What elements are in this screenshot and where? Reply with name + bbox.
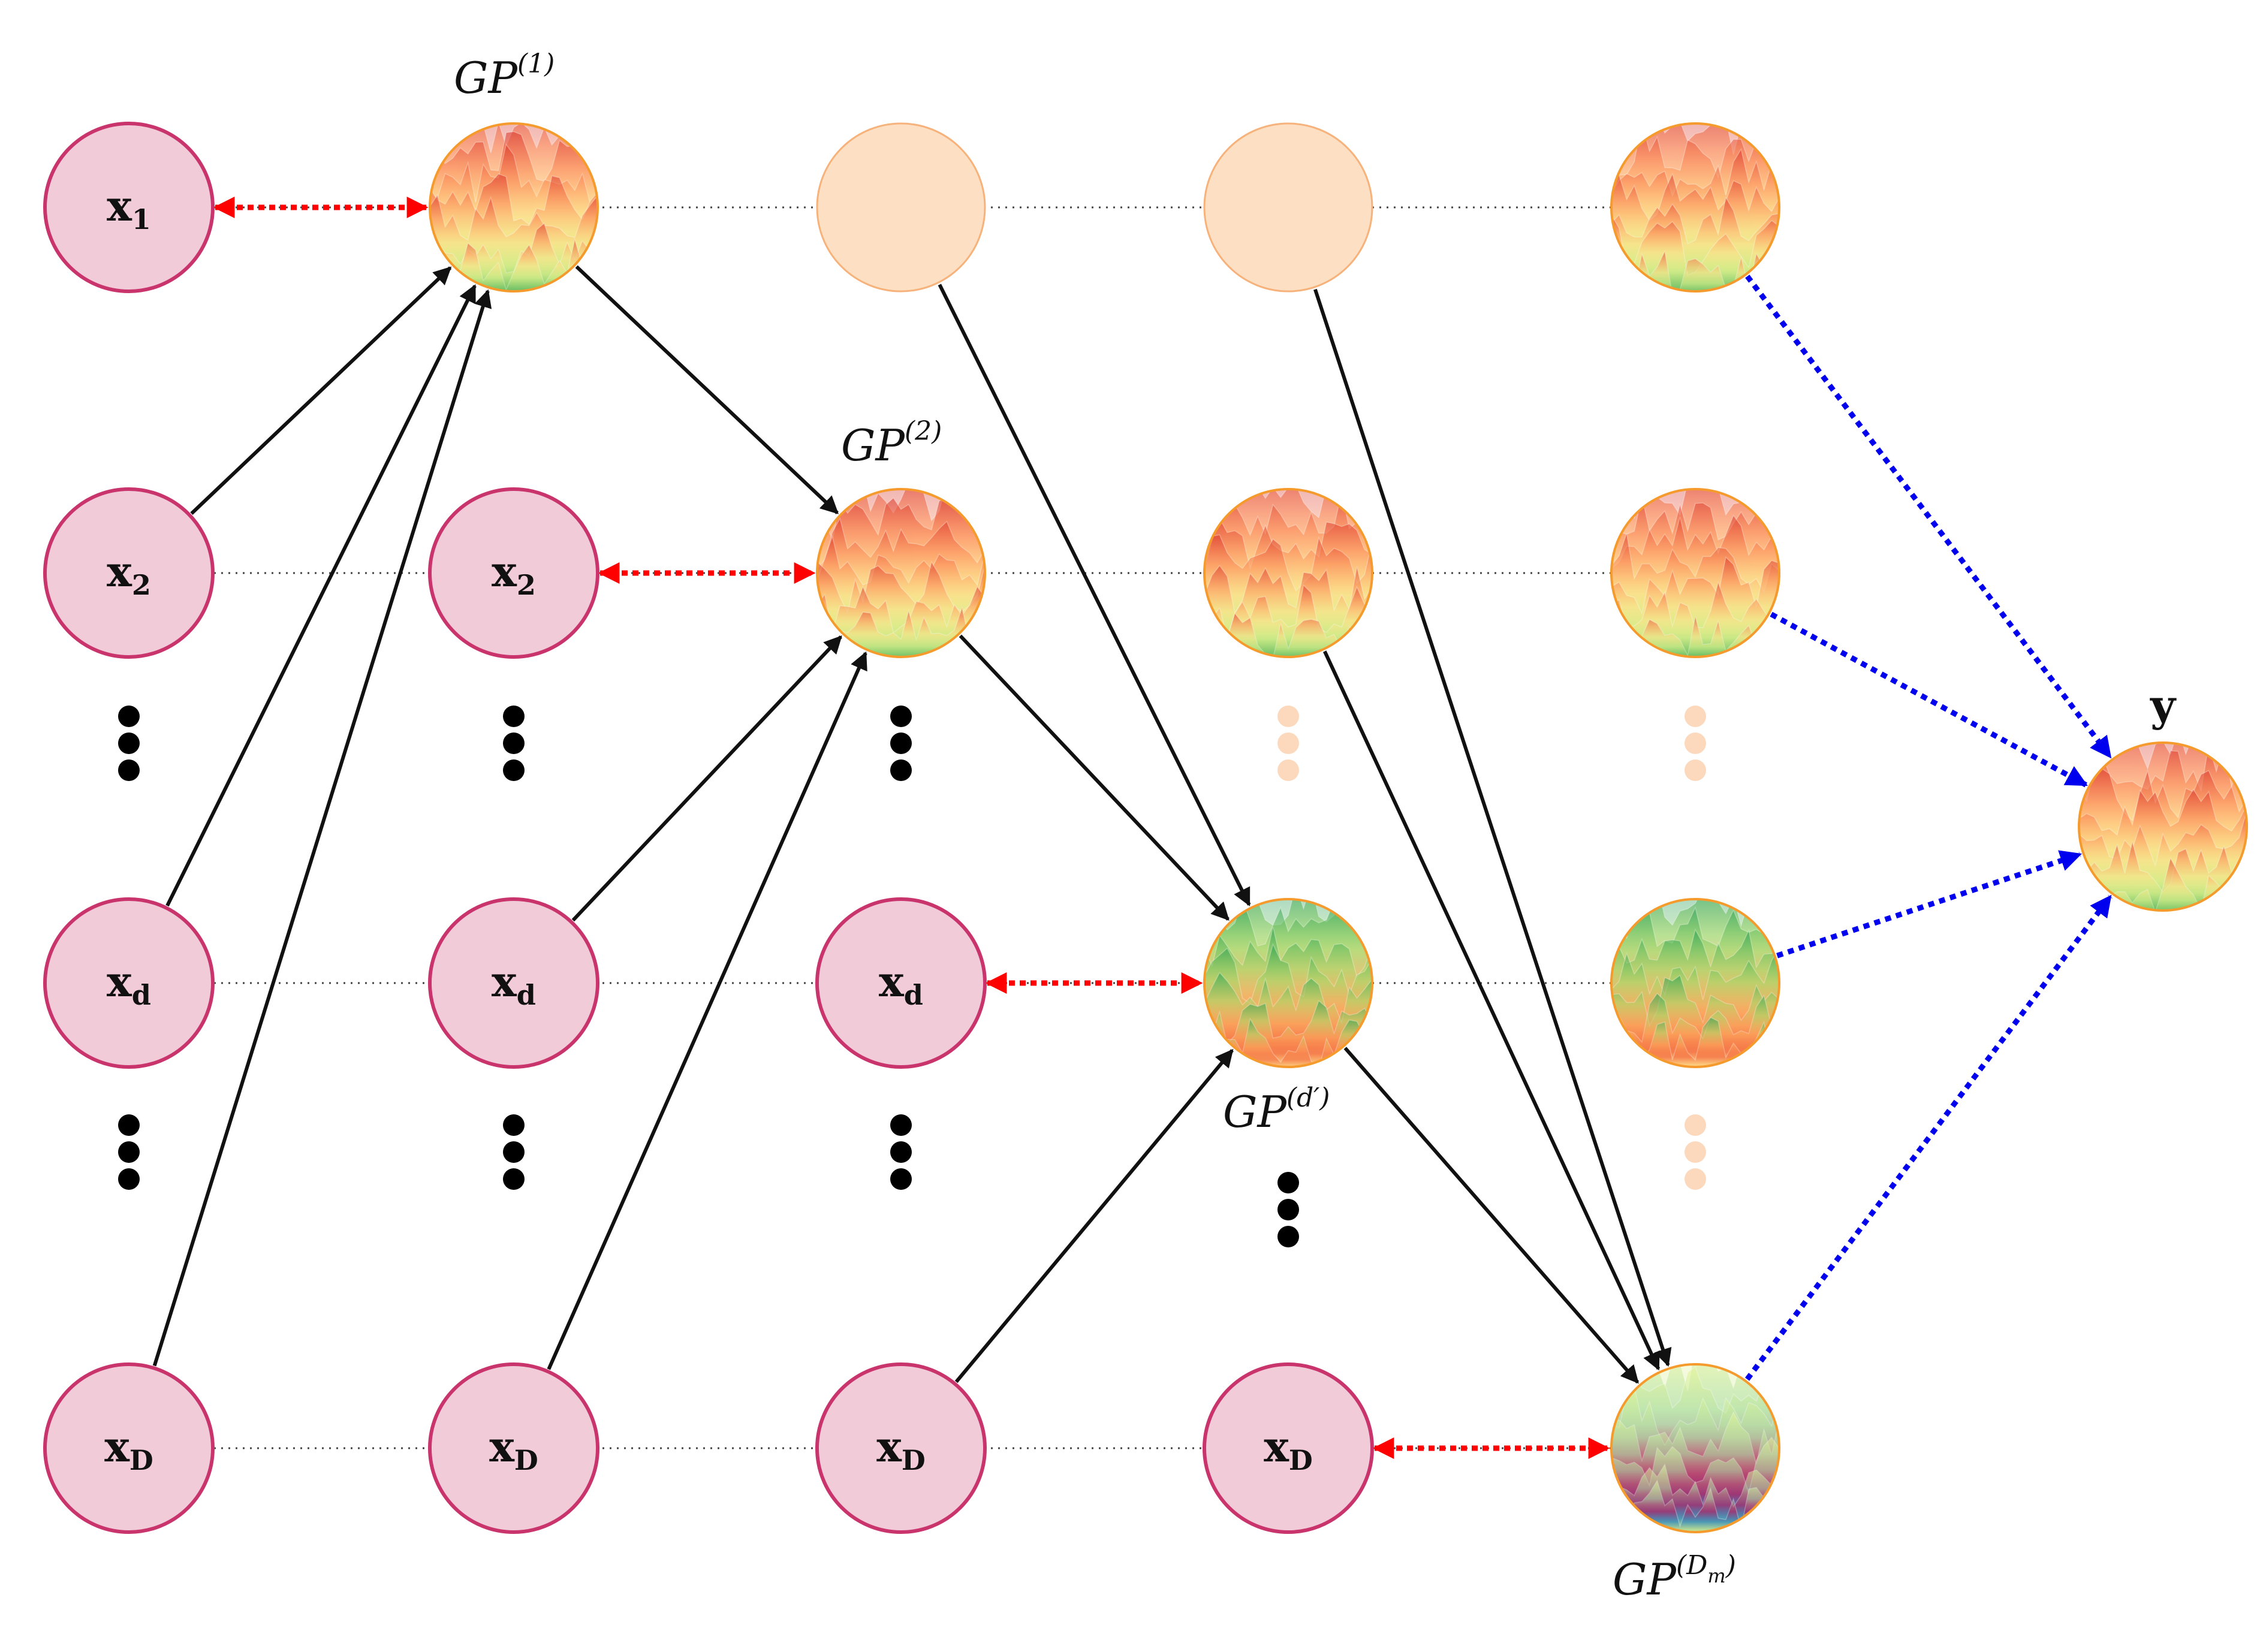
gp2-label: GP(2) xyxy=(841,416,942,471)
node-x2_c1: x2 xyxy=(43,487,215,659)
ellipsis-col2-lower xyxy=(503,1114,525,1190)
ellipsis-col5-lower-faded xyxy=(1685,1114,1706,1190)
input-node-circle xyxy=(1203,1362,1374,1534)
edge-gpd-to-gpdm xyxy=(1343,1047,1640,1384)
gp-surface-icon xyxy=(430,123,598,291)
node-xd_c3: xd xyxy=(815,897,987,1069)
node-xD_c4: xD xyxy=(1203,1362,1374,1534)
edge-gpdm-to-y xyxy=(1744,894,2113,1381)
edge-xD_c3-to-gpd xyxy=(954,1048,1234,1383)
input-node-circle xyxy=(43,487,215,659)
placeholder-node-circle xyxy=(816,122,986,293)
input-node-circle xyxy=(428,1362,599,1534)
gpdm-label: GP(Dm) xyxy=(1613,1550,1736,1605)
edge-xD_c2-to-gp2 xyxy=(547,651,867,1370)
node-xD_c1: xD xyxy=(43,1362,215,1534)
input-node-label: xD xyxy=(876,1422,926,1476)
edge-gp2_copy_c5-to-y xyxy=(1770,611,2088,788)
gp-surface-icon xyxy=(1611,899,1779,1067)
gp-node-border xyxy=(1610,122,1780,293)
row-guides xyxy=(214,206,1695,1449)
edge-gp2-to-gpd xyxy=(959,634,1230,921)
edge-ph_r1_c4-to-gpdm xyxy=(1313,288,1672,1367)
gp-surface-icon xyxy=(2079,743,2247,911)
input-node-circle xyxy=(815,1362,987,1534)
ellipsis-col1-lower xyxy=(118,1114,140,1190)
input-node-label: xd xyxy=(879,957,923,1011)
ellipsis-col2-upper xyxy=(503,706,525,781)
edge-xD_c1-to-gp1 xyxy=(152,289,492,1367)
edge-x2_c1-to-gp1 xyxy=(190,266,452,515)
input-node-circle xyxy=(43,897,215,1069)
input-node-label: x2 xyxy=(107,547,151,601)
node-xd_c2: xd xyxy=(428,897,599,1069)
node-gp2_copy_c5 xyxy=(1610,488,1780,658)
edge-gpd_copy_c5-to-y xyxy=(1776,850,2082,958)
edge-xd_c1-to-gp1 xyxy=(165,284,477,907)
edge-gp1-to-gp2 xyxy=(575,265,839,514)
input-node-label: xd xyxy=(107,957,151,1011)
ellipsis-col4-lower xyxy=(1277,1172,1299,1247)
node-x2_c2: x2 xyxy=(428,487,599,659)
gp1-label: GP(1) xyxy=(454,49,555,103)
node-xD_c2: xD xyxy=(428,1362,599,1534)
node-ph_r1_c4 xyxy=(1203,122,1373,293)
gpd-label: GP(d′) xyxy=(1223,1083,1330,1137)
input-node-label: xD xyxy=(489,1422,538,1476)
gp-surface-icon xyxy=(1204,489,1372,657)
edge-gp2_copy_c4-to-gpdm xyxy=(1323,650,1661,1371)
edge-gp1_copy_c5-to-y xyxy=(1745,275,2113,759)
node-xD_c3: xD xyxy=(815,1362,987,1534)
node-gpd xyxy=(1203,898,1373,1068)
ellipses xyxy=(118,706,1706,1247)
gp-node-border xyxy=(429,122,599,293)
input-node-circle xyxy=(43,1362,215,1534)
node-y xyxy=(2078,741,2248,912)
gp-node-border xyxy=(1610,488,1780,658)
input-node-circle xyxy=(428,487,599,659)
gp-labels: GP(1) GP(2) GP(d′) GP(Dm) y xyxy=(454,49,2177,1605)
input-node-label: xd xyxy=(492,957,536,1011)
gp-node-border xyxy=(1203,898,1373,1068)
node-gpd_copy_c5 xyxy=(1610,898,1780,1068)
gp-surface-icon xyxy=(1611,489,1779,657)
placeholder-node-circle xyxy=(1203,122,1373,293)
gp-node-border xyxy=(1203,488,1373,658)
node-gp2 xyxy=(816,488,986,658)
gp-node-border xyxy=(1610,1363,1780,1533)
y-label: y xyxy=(2150,680,2177,731)
nodes: x1 x2 xd xD x2 xd xD xd xD xD xyxy=(43,122,2248,1534)
edge-ph_r1_c3-to-gpd xyxy=(938,284,1251,907)
edges xyxy=(152,197,2113,1459)
input-node-label: x1 xyxy=(107,181,151,236)
ellipsis-col5-upper-faded xyxy=(1685,706,1706,781)
node-gpdm xyxy=(1610,1363,1780,1533)
node-gp1 xyxy=(429,122,599,293)
input-node-label: xD xyxy=(104,1422,153,1476)
edge-xd_c2-to-gp2 xyxy=(571,635,842,922)
node-gp1_copy_c5 xyxy=(1610,122,1780,293)
ellipsis-col4-upper-faded xyxy=(1277,706,1299,781)
ellipsis-col1-upper xyxy=(118,706,140,781)
input-node-circle xyxy=(815,897,987,1069)
gp-node-border xyxy=(1610,898,1780,1068)
node-xd_c1: xd xyxy=(43,897,215,1069)
node-ph_r1_c3 xyxy=(816,122,986,293)
gp-surface-icon xyxy=(1611,1364,1779,1532)
gp-surface-icon xyxy=(1611,123,1779,291)
input-node-circle xyxy=(43,122,215,293)
input-node-label: xD xyxy=(1264,1422,1313,1476)
gp-node-border xyxy=(816,488,986,658)
node-x1_c1: x1 xyxy=(43,122,215,293)
ellipsis-col3-upper xyxy=(890,706,912,781)
node-gp2_copy_c4 xyxy=(1203,488,1373,658)
ellipsis-col3-lower xyxy=(890,1114,912,1190)
input-node-circle xyxy=(428,897,599,1069)
input-node-label: x2 xyxy=(492,547,536,601)
gp-node-border xyxy=(2078,741,2248,912)
